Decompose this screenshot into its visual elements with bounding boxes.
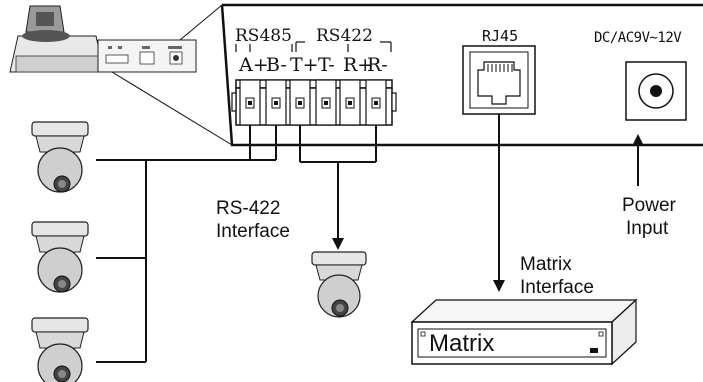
pin-label-t-plus: T+ bbox=[290, 54, 319, 76]
power-spec-label: DC/AC9V∼12V bbox=[594, 30, 682, 46]
pin-label-t-minus: T- bbox=[318, 54, 335, 76]
keyboard-controller-icon bbox=[9, 5, 197, 73]
rs485-label: RS485 bbox=[235, 26, 292, 46]
matrix-interface-label-line2: Interface bbox=[520, 277, 594, 298]
matrix-device-label: Matrix bbox=[429, 330, 495, 357]
header-brackets bbox=[235, 41, 392, 52]
matrix-arrowhead bbox=[493, 280, 505, 292]
zoom-line-bottom bbox=[111, 71, 233, 146]
power-input-label-line2: Input bbox=[626, 218, 669, 239]
matrix-device-icon bbox=[410, 298, 638, 366]
rs422-interface-label-line1: RS-422 bbox=[216, 198, 281, 219]
rs422-wiring bbox=[299, 125, 377, 240]
dc-jack-icon bbox=[625, 61, 687, 121]
rear-panel-outline bbox=[220, 3, 703, 147]
rs485-wiring bbox=[96, 125, 277, 363]
pin-label-r-minus: R- bbox=[367, 54, 388, 76]
dome-camera-icon bbox=[31, 221, 89, 293]
rs422-label: RS422 bbox=[316, 26, 373, 46]
terminal-block-icon bbox=[231, 79, 397, 126]
pin-label-a-plus: A+ bbox=[239, 54, 269, 76]
rs422-arrowhead bbox=[332, 238, 344, 250]
matrix-interface-label-line1: Matrix bbox=[520, 254, 572, 275]
rj45-port-icon bbox=[462, 45, 536, 115]
pin-label-b-minus: B- bbox=[266, 54, 287, 76]
rj45-label: RJ45 bbox=[482, 27, 519, 45]
pin-label-r-plus: R+ bbox=[343, 54, 374, 76]
dome-camera-icon bbox=[31, 121, 89, 193]
power-input-label-line1: Power bbox=[622, 195, 676, 216]
dome-camera-icon bbox=[311, 251, 367, 318]
dome-camera-icon bbox=[31, 317, 89, 382]
zoom-line-top bbox=[179, 4, 223, 41]
rs422-interface-label-line2: Interface bbox=[216, 221, 290, 242]
power-arrowhead bbox=[632, 134, 644, 146]
